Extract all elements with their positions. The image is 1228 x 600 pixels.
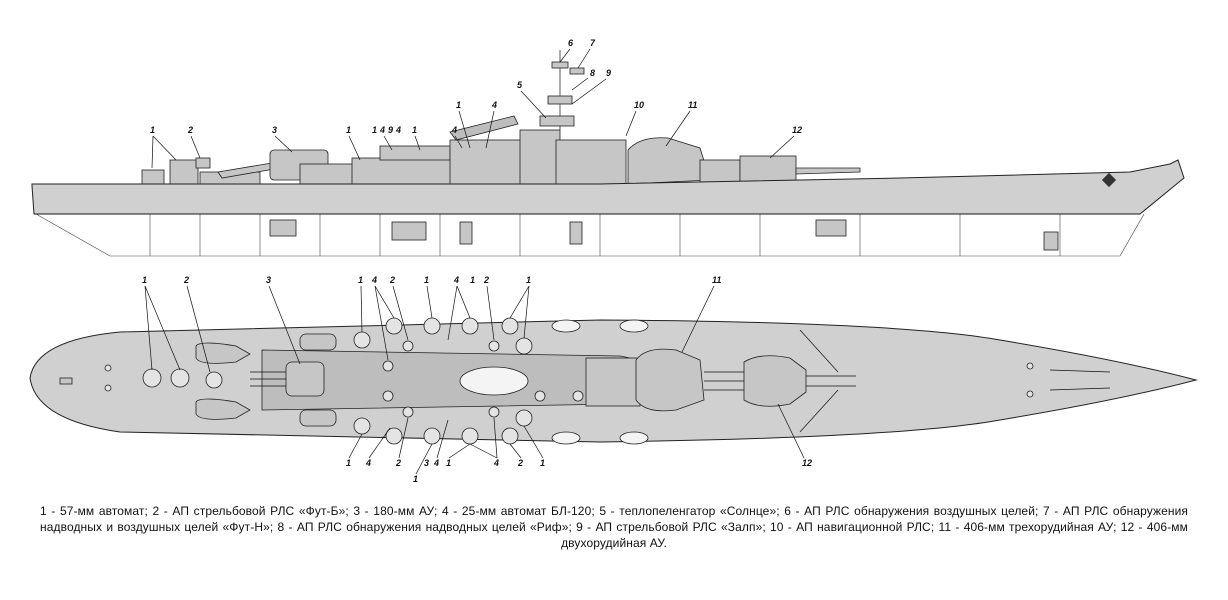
plan-bow-anchors	[1026, 362, 1111, 398]
plan-406mm-twin-barrels	[806, 375, 856, 387]
side-callout-2: 2	[187, 125, 193, 135]
plan-callout-2c: 2	[483, 275, 489, 285]
plan-406mm-triple-barrels	[704, 371, 744, 391]
caption-line-1: 1 - 57-мм автомат; 2 - АП стрельбовой РЛ…	[40, 504, 997, 518]
side-underwater-hull	[35, 213, 1145, 257]
side-aa-mount-2	[169, 159, 199, 185]
plan-callout-1b: 1	[358, 275, 363, 285]
plan-callout-1d: 1	[470, 275, 475, 285]
plan-callout-1f: 1	[346, 458, 351, 468]
side-anchor	[1101, 172, 1117, 188]
side-406mm-triple-turret	[627, 137, 711, 185]
plan-callout-3: 3	[266, 275, 271, 285]
side-mast-radar-6	[551, 61, 569, 69]
side-callout-1b: 1	[346, 125, 351, 135]
plan-180mm-barrels	[250, 371, 286, 387]
plan-callout-2b: 2	[389, 275, 395, 285]
plan-callout-4d: 4	[433, 458, 439, 468]
plan-callout-4b: 4	[453, 275, 459, 285]
ship-drawing: 1 2 3 1 1 4 9 4 1 4 1 4 5 6 7 8 9 10 11	[29, 38, 1198, 484]
plan-callout-1a: 1	[142, 275, 147, 285]
side-callout-3: 3	[272, 125, 277, 135]
side-mast-platform	[547, 95, 573, 105]
plan-breakwater-starboard	[799, 389, 839, 433]
plan-breakwater-port	[799, 329, 839, 373]
plan-180mm-turret	[285, 361, 325, 397]
side-callouts: 1 2 3 1 1 4 9 4 1 4 1 4 5 6 7 8 9 10 11	[150, 38, 802, 169]
side-callout-9a: 9	[388, 125, 393, 135]
plan-aa-mounts	[142, 317, 584, 445]
plan-callout-2d: 2	[395, 458, 401, 468]
plan-callout-1e: 1	[526, 275, 531, 285]
side-callout-1e: 1	[456, 100, 461, 110]
figure-caption: 1 - 57-мм автомат; 2 - АП стрельбовой РЛ…	[40, 503, 1188, 551]
plan-callout-11: 11	[712, 275, 721, 285]
plan-view	[29, 317, 1198, 445]
side-deckhouse-mid	[299, 163, 361, 185]
side-callout-4b: 4	[395, 125, 401, 135]
plan-radar-2-starboard	[195, 398, 251, 420]
side-callout-7: 7	[590, 38, 596, 48]
plan-callout-1i: 1	[540, 458, 545, 468]
plan-callouts: 1 2 3 1 4 2 1 4 1 2 1 11 1 4 2 1 3 4	[142, 275, 812, 484]
side-bridge	[519, 129, 561, 185]
side-radar-2	[195, 157, 211, 169]
side-mast-lower	[539, 115, 575, 127]
plan-callout-4c: 4	[365, 458, 371, 468]
plan-callout-1g: 1	[413, 474, 418, 484]
caption-line-3: навигационной РЛС; 11 - 406-мм трехоруди…	[561, 520, 1188, 550]
plan-boats	[551, 319, 649, 445]
side-aft-superstructure	[555, 139, 627, 185]
plan-bridge	[585, 357, 641, 407]
side-callout-5: 5	[517, 80, 523, 90]
side-mast-radar-7	[569, 67, 585, 75]
side-callout-12: 12	[792, 125, 802, 135]
plan-boat-starboard	[299, 409, 337, 427]
plan-radar-2-port	[195, 342, 251, 364]
side-406mm-twin-turret	[739, 155, 797, 185]
plan-stern-fittings	[59, 364, 112, 392]
side-callout-10: 10	[634, 100, 644, 110]
side-callout-4c: 4	[451, 125, 457, 135]
side-view	[31, 50, 1185, 257]
side-callout-8: 8	[590, 68, 595, 78]
plan-406mm-triple-turret	[635, 348, 705, 412]
side-callout-1d: 1	[412, 125, 417, 135]
side-funnel	[449, 115, 519, 141]
side-callout-6: 6	[568, 38, 574, 48]
side-funnel-base	[449, 139, 531, 185]
plan-callout-12: 12	[802, 458, 812, 468]
caption-line-2: целей; 7 - АП РЛС обнаружения надводных …	[40, 504, 1189, 534]
side-aa-platform	[379, 145, 451, 161]
plan-boat-port	[299, 333, 337, 351]
side-aa-mount-1	[141, 169, 165, 185]
side-internal-compartments	[149, 214, 1061, 256]
plan-callout-4a: 4	[371, 275, 377, 285]
side-callout-1a: 1	[150, 125, 155, 135]
side-callout-4d: 4	[491, 100, 497, 110]
side-406mm-triple-turret-rear	[699, 159, 741, 185]
plan-callout-2e: 2	[517, 458, 523, 468]
plan-callout-2a: 2	[183, 275, 189, 285]
plan-callout-1h: 1	[446, 458, 451, 468]
plan-callout-3b: 3	[424, 458, 429, 468]
side-callout-11: 11	[688, 100, 697, 110]
plan-funnel-rim	[459, 366, 529, 396]
side-callout-1c: 1	[372, 125, 377, 135]
side-callout-4a: 4	[379, 125, 385, 135]
side-406mm-barrels	[795, 167, 861, 175]
plan-406mm-twin-turret	[743, 355, 807, 407]
plan-callout-1c: 1	[424, 275, 429, 285]
side-callout-9b: 9	[606, 68, 611, 78]
plan-callout-4e: 4	[493, 458, 499, 468]
